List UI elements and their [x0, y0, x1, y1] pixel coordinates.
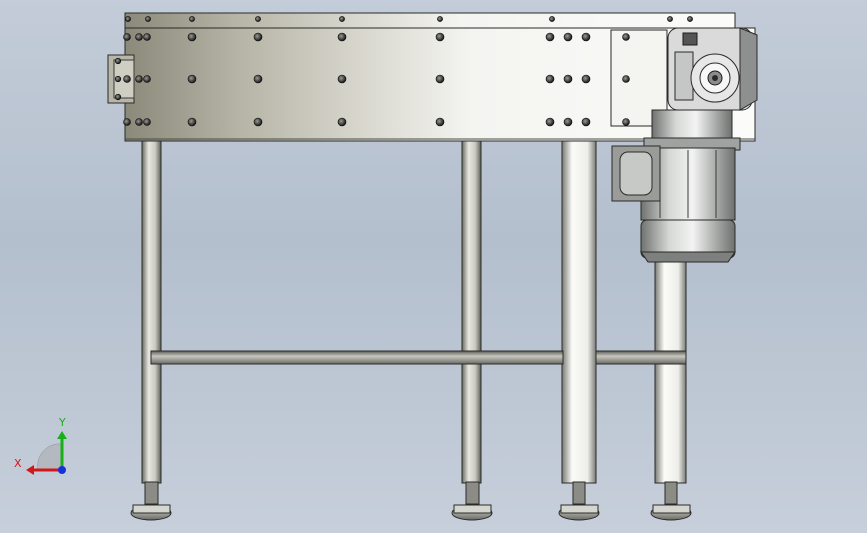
foot-right-1 [558, 481, 600, 521]
x-axis-label: X [14, 457, 22, 470]
bolt [563, 117, 573, 127]
bolt [581, 74, 591, 84]
bolt [135, 33, 143, 41]
bolt [114, 75, 122, 83]
bolt-pattern [114, 16, 693, 127]
bolt [253, 74, 263, 84]
bolt [135, 75, 143, 83]
bolt [125, 16, 131, 22]
bolt [563, 74, 573, 84]
bolt [545, 117, 555, 127]
bolt [255, 16, 261, 22]
bolt [622, 33, 630, 41]
bolt [114, 57, 122, 65]
coordinate-triad[interactable]: Y X [14, 416, 67, 475]
bolt [145, 16, 151, 22]
bolt [337, 74, 347, 84]
cross-bar [150, 350, 564, 365]
bolt [435, 32, 445, 42]
bolt [135, 118, 143, 126]
leg-right-2 [654, 254, 687, 484]
bolt [187, 32, 197, 42]
bolt [143, 33, 151, 41]
bolt [253, 117, 263, 127]
bolt [114, 93, 122, 101]
gear-motor [611, 27, 758, 263]
bolt [337, 32, 347, 42]
leg-right-1 [561, 140, 597, 484]
bolt [143, 118, 151, 126]
bolt [581, 117, 591, 127]
bolt [581, 32, 591, 42]
bolt [545, 74, 555, 84]
foot-mid [451, 481, 493, 521]
bolt [667, 16, 673, 22]
bolt [549, 16, 555, 22]
top-rail [124, 12, 736, 30]
leg-left [141, 140, 162, 484]
bolt [189, 16, 195, 22]
bolt [339, 16, 345, 22]
leg-mid [461, 140, 482, 484]
bolt [123, 75, 131, 83]
bolt [622, 118, 630, 126]
bolt [545, 32, 555, 42]
cross-bar-right [595, 350, 687, 365]
bolt [187, 117, 197, 127]
bolt [622, 75, 630, 83]
bolt [563, 32, 573, 42]
foot-right-2 [650, 481, 692, 521]
bolt [123, 33, 131, 41]
bolt [253, 32, 263, 42]
y-axis-label: Y [58, 416, 66, 429]
bolt [435, 74, 445, 84]
bolt [123, 118, 131, 126]
bolt [687, 16, 693, 22]
foot-left [130, 481, 172, 521]
bolt [337, 117, 347, 127]
bolt [437, 16, 443, 22]
bolt [435, 117, 445, 127]
bolt [187, 74, 197, 84]
z-axis-point [58, 466, 66, 474]
bolt [143, 75, 151, 83]
